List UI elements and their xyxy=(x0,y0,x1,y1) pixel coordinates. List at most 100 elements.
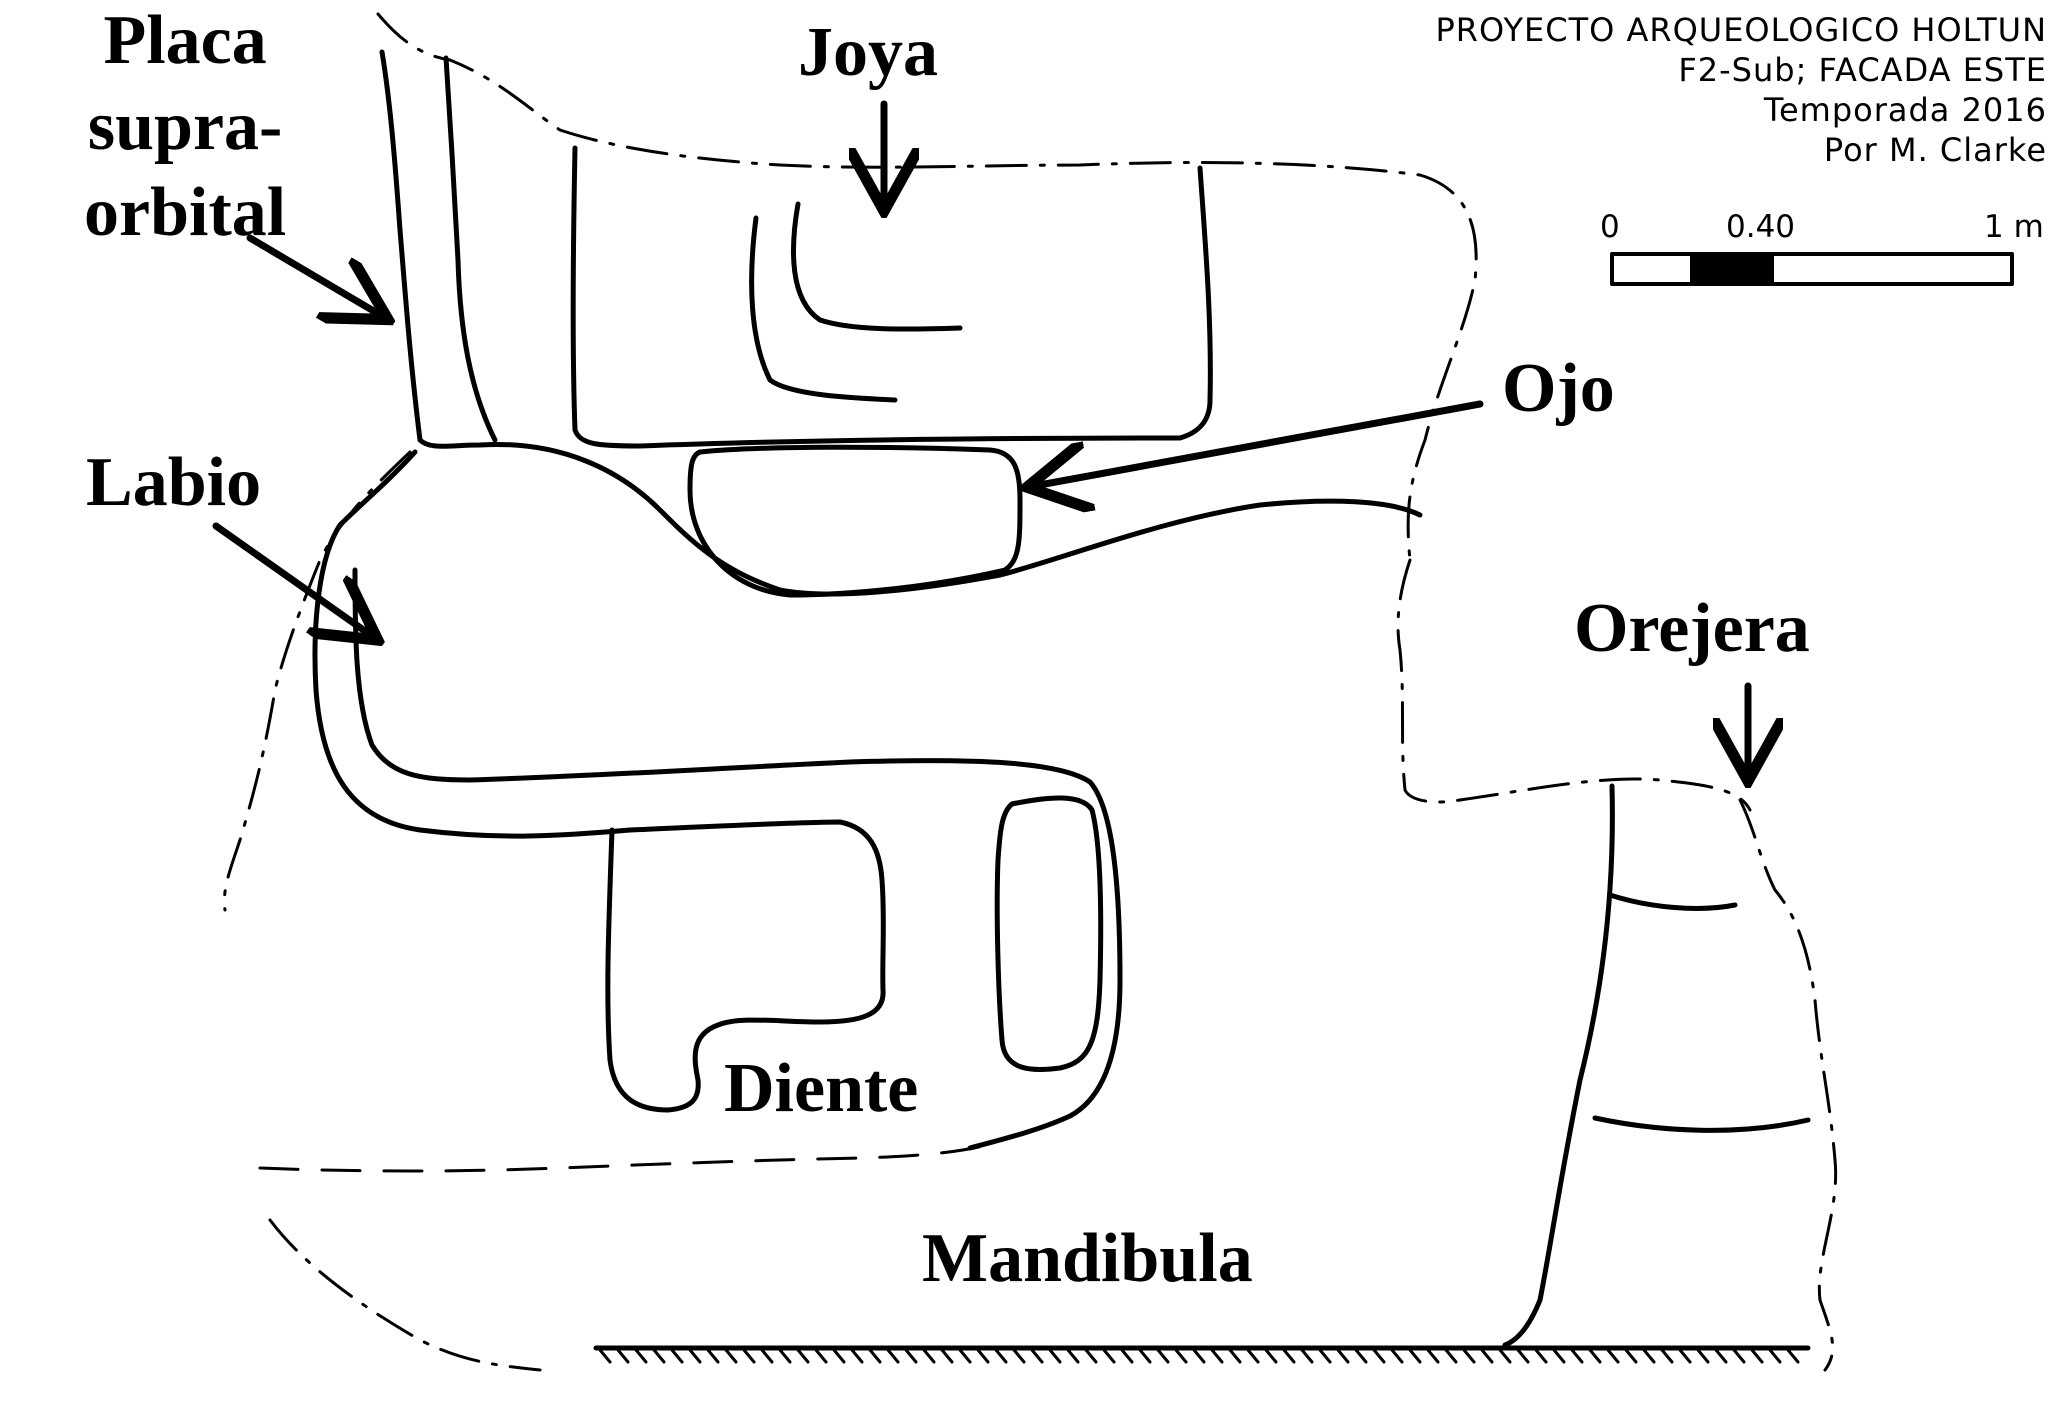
ground-hatch-mark xyxy=(832,1348,846,1364)
ground-hatch-mark xyxy=(1120,1348,1134,1364)
mandibula-edge xyxy=(1502,783,1615,1348)
bottom-left-eroded-edge xyxy=(268,1218,542,1372)
supraorbital-plate-outer xyxy=(379,49,423,443)
label-arrows xyxy=(212,100,1748,774)
ground-hatch-mark xyxy=(1372,1348,1386,1364)
ground-hatch-mark xyxy=(886,1348,900,1364)
ground-hatch-mark xyxy=(814,1348,828,1364)
ground-hatch-mark xyxy=(1570,1348,1584,1364)
joya-panel xyxy=(570,145,1213,449)
ground-hatch-mark xyxy=(1408,1348,1422,1364)
ground-hatch-mark xyxy=(1012,1348,1026,1364)
joya-inner-curve-1 xyxy=(790,201,963,332)
ground-hatch-mark xyxy=(1084,1348,1098,1364)
project-header: PROYECTO ARQUEOLOGICO HOLTUN F2-Sub; FAC… xyxy=(1435,10,2047,170)
project-title: PROYECTO ARQUEOLOGICO HOLTUN xyxy=(1435,11,2047,49)
ground-hatch-mark xyxy=(598,1348,612,1364)
ground-hatch-mark xyxy=(1534,1348,1548,1364)
ground-hatch-mark xyxy=(1246,1348,1260,1364)
ground-hatch-mark xyxy=(1552,1348,1566,1364)
ground-hatch-mark xyxy=(1318,1348,1332,1364)
ground-hatch-mark xyxy=(1390,1348,1404,1364)
label-labio: Labio xyxy=(86,444,262,521)
ground-hatch-mark xyxy=(1462,1348,1476,1364)
label-placa-line3: orbital xyxy=(84,174,287,251)
ground-hatch xyxy=(598,1348,1800,1364)
lip-outer xyxy=(312,449,633,839)
tooth-right xyxy=(994,795,1104,1073)
brow-to-lip-curve xyxy=(417,437,1423,597)
ground-hatch-mark xyxy=(796,1348,810,1364)
scale-tick-end: 1 m xyxy=(1984,209,2044,245)
ground-hatch-mark xyxy=(1426,1348,1440,1364)
label-joya: Joya xyxy=(798,14,938,91)
orejera-band-1 xyxy=(1607,892,1738,911)
ground-hatch-mark xyxy=(1624,1348,1638,1364)
ground-hatch-mark xyxy=(1732,1348,1746,1364)
ground-hatch-mark xyxy=(1156,1348,1170,1364)
ground-hatch-mark xyxy=(706,1348,720,1364)
orejera-band-2 xyxy=(1592,1115,1811,1133)
ground-hatch-mark xyxy=(1264,1348,1278,1364)
ground-hatch-mark xyxy=(904,1348,918,1364)
label-diente: Diente xyxy=(724,1050,919,1127)
ground-hatch-mark xyxy=(1786,1348,1800,1364)
ground-hatch-mark xyxy=(1138,1348,1152,1364)
ground-hatch-mark xyxy=(1282,1348,1296,1364)
ground-hatch-mark xyxy=(922,1348,936,1364)
ground-hatch-mark xyxy=(616,1348,630,1364)
ground-hatch-mark xyxy=(1192,1348,1206,1364)
label-mandibula: Mandibula xyxy=(922,1220,1253,1297)
ground-hatch-mark xyxy=(1768,1348,1782,1364)
ground-hatch-mark xyxy=(1174,1348,1188,1364)
eroded-edge-lines xyxy=(222,12,1838,1372)
ground-hatch-mark xyxy=(958,1348,972,1364)
ground-hatch-mark xyxy=(1066,1348,1080,1364)
scale-tick-0: 0 xyxy=(1600,209,1620,245)
ground-hatch-mark xyxy=(940,1348,954,1364)
label-placa-line2: supra- xyxy=(87,88,283,165)
ground-hatch-mark xyxy=(1444,1348,1458,1364)
arrow-ojo xyxy=(1034,400,1484,486)
ground-hatch-mark xyxy=(1516,1348,1530,1364)
orejera-eroded-edge xyxy=(1738,798,1838,1372)
ground-hatch-mark xyxy=(1354,1348,1368,1364)
ground-hatch-mark xyxy=(1498,1348,1512,1364)
ground-hatch-mark xyxy=(868,1348,882,1364)
ground-hatch-mark xyxy=(1480,1348,1494,1364)
right-eroded-edge-upper xyxy=(1396,558,1752,812)
ground-hatch-mark xyxy=(778,1348,792,1364)
ground-hatch-mark xyxy=(1750,1348,1764,1364)
ground-hatch-mark xyxy=(670,1348,684,1364)
lip-inner xyxy=(352,567,1123,1151)
ground-hatch-mark xyxy=(760,1348,774,1364)
ground-hatch-mark xyxy=(1642,1348,1656,1364)
ground-hatch-mark xyxy=(976,1348,990,1364)
lip-lower-edge xyxy=(605,819,886,1113)
top-eroded-edge xyxy=(376,12,1478,562)
joya-inner-curve-2 xyxy=(749,215,898,403)
jaw-dashed-edge xyxy=(258,1138,1002,1173)
ground-hatch-mark xyxy=(634,1348,648,1364)
ground-hatch-mark xyxy=(1696,1348,1710,1364)
ground-hatch-mark xyxy=(1588,1348,1602,1364)
ground-hatch-mark xyxy=(1606,1348,1620,1364)
ground-hatch-mark xyxy=(688,1348,702,1364)
scale-bar-filled-segment xyxy=(1690,252,1774,286)
ground-hatch-mark xyxy=(1336,1348,1350,1364)
ground-hatch-mark xyxy=(1678,1348,1692,1364)
arrow-labio xyxy=(212,522,372,636)
ojo-shape xyxy=(687,444,1023,598)
ground-hatch-mark xyxy=(1210,1348,1224,1364)
ground-hatch-mark xyxy=(1048,1348,1062,1364)
ground-hatch-mark xyxy=(1102,1348,1116,1364)
ground-hatch-mark xyxy=(1714,1348,1728,1364)
ground-hatch-mark xyxy=(1030,1348,1044,1364)
label-placa-supraorbital: Placa supra- orbital xyxy=(84,0,286,256)
ground-hatch-mark xyxy=(850,1348,864,1364)
scale-bar-frame xyxy=(1610,252,2014,286)
ground-hatch-mark xyxy=(1228,1348,1242,1364)
structure-name: F2-Sub; FACADA ESTE xyxy=(1678,51,2047,89)
supraorbital-plate-inner xyxy=(443,55,498,443)
